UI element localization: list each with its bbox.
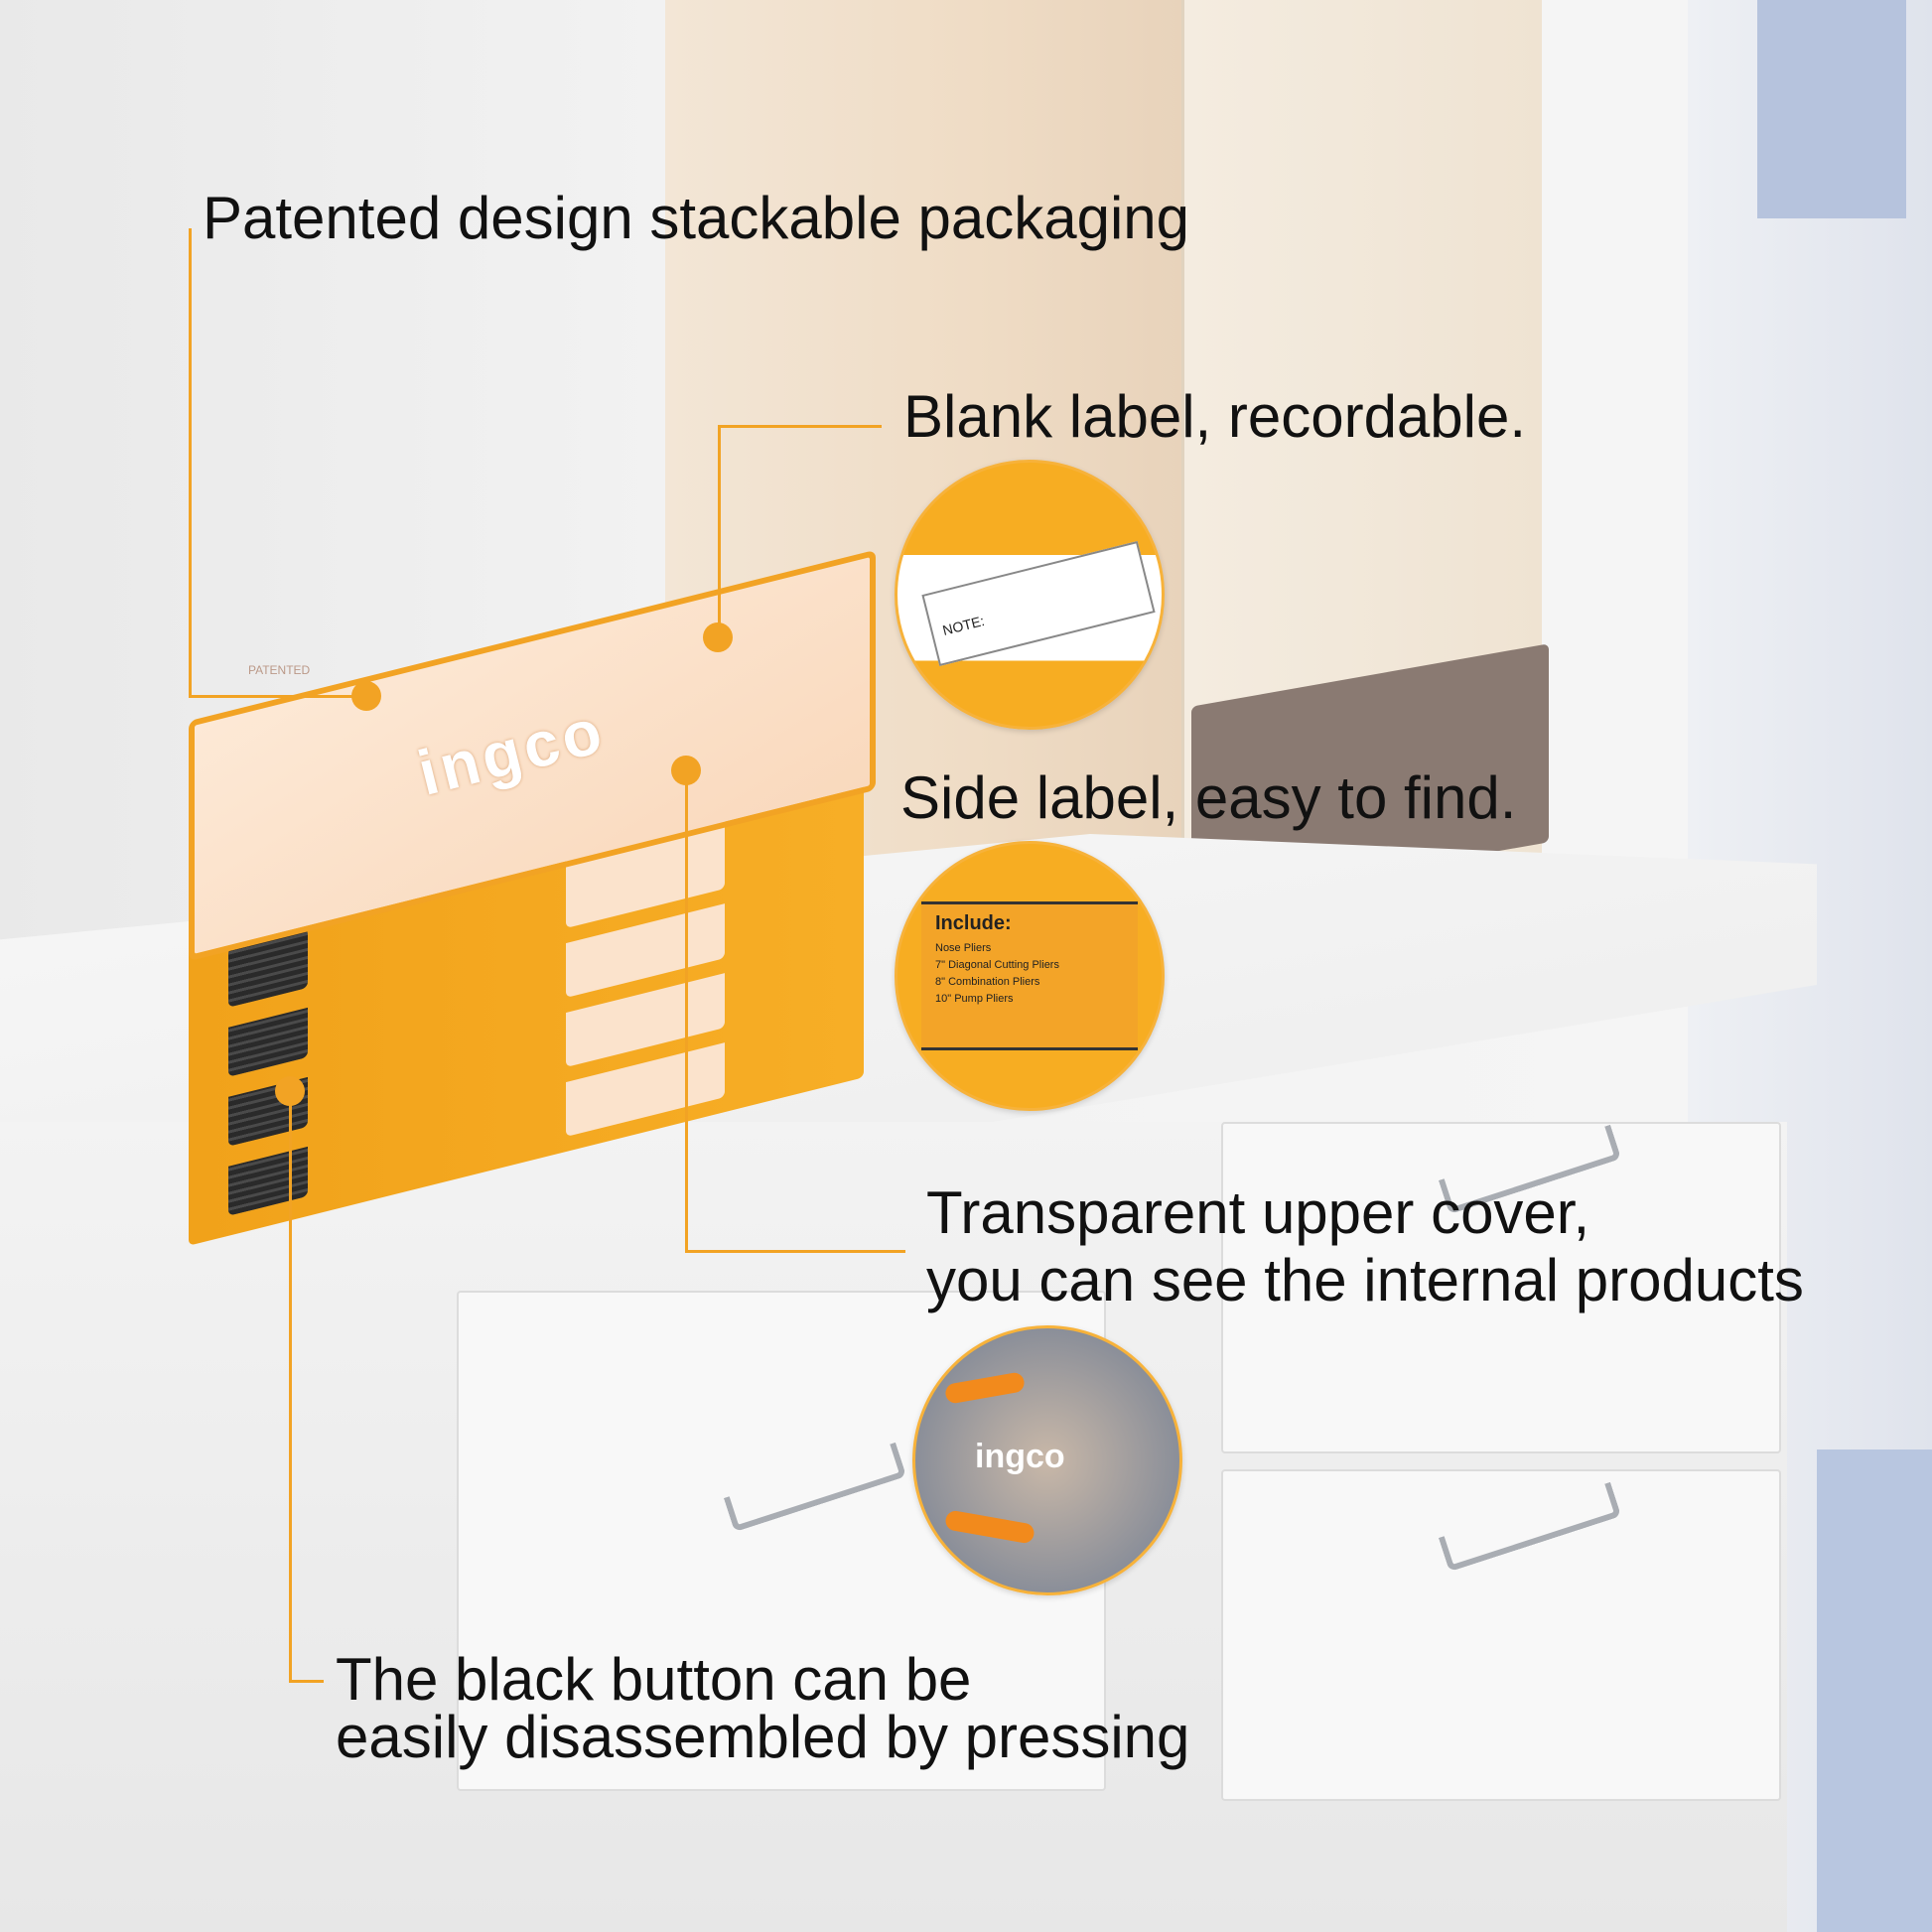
cabinet-drawer	[1221, 1469, 1781, 1801]
callout-dot	[671, 756, 701, 785]
callout-line	[189, 228, 192, 697]
callout-transparent-2: you can see the internal products	[926, 1247, 1804, 1313]
blank-label: NOTE:	[921, 541, 1156, 666]
cabinet-drawer	[1221, 1122, 1781, 1453]
side-label-item: 10" Pump Pliers	[935, 993, 1014, 1005]
callout-line	[289, 1090, 292, 1682]
shelf-folder	[1757, 0, 1906, 218]
callout-line	[685, 1250, 905, 1253]
blank-label-detail: NOTE:	[895, 460, 1165, 730]
callout-line	[718, 425, 882, 428]
callout-transparent-1: Transparent upper cover,	[926, 1179, 1590, 1246]
callout-side-label: Side label, easy to find.	[900, 764, 1517, 831]
brand-logo: ingco	[975, 1438, 1065, 1475]
note-label: NOTE:	[940, 612, 987, 638]
callout-line	[718, 425, 721, 637]
callout-button-2: easily disassembled by pressing	[336, 1704, 1190, 1770]
side-label-heading: Include:	[935, 912, 1012, 934]
side-label-item: Nose Pliers	[935, 942, 992, 954]
patented-mark: PATENTED	[248, 663, 311, 677]
side-label-item: 8" Combination Pliers	[935, 976, 1040, 988]
pliers-icon	[943, 1371, 1027, 1405]
pliers-icon	[943, 1509, 1036, 1545]
shelf-folder	[1817, 1449, 1932, 1932]
side-label: Include: Nose Pliers 7" Diagonal Cutting…	[921, 901, 1138, 1050]
side-label-item: 7" Diagonal Cutting Pliers	[935, 959, 1059, 971]
internal-products-detail: ingco	[912, 1325, 1182, 1595]
callout-line	[685, 770, 688, 1253]
callout-button-1: The black button can be	[336, 1646, 972, 1713]
callout-dot	[275, 1076, 305, 1106]
callout-dot	[703, 622, 733, 652]
callout-stackable: Patented design stackable packaging	[203, 185, 1190, 251]
side-label-detail: Include: Nose Pliers 7" Diagonal Cutting…	[895, 841, 1165, 1111]
callout-dot	[351, 681, 381, 711]
callout-line	[289, 1680, 324, 1683]
callout-line	[189, 695, 367, 698]
callout-blank-label: Blank label, recordable.	[903, 383, 1527, 450]
